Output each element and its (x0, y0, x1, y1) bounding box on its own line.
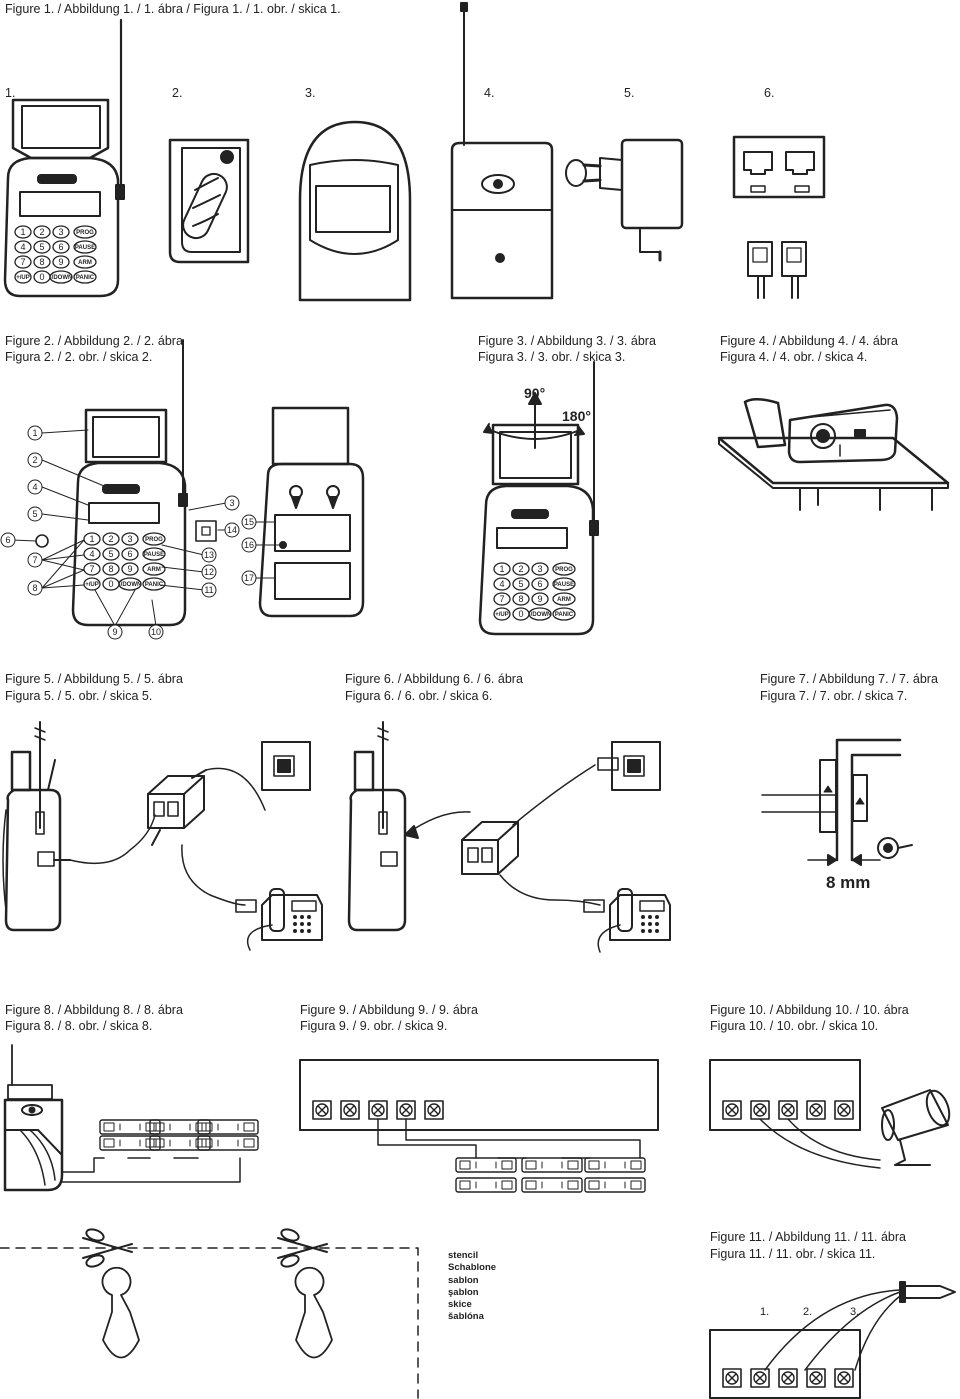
scissors-icon (82, 1228, 133, 1268)
fig3-caption-1: Figure 3. / Abbildung 3. / 3. ábra (478, 334, 656, 348)
fig5-caption-1: Figure 5. / Abbildung 5. / 5. ábra (5, 672, 183, 686)
callout-14: 14 (227, 525, 237, 535)
stencil-word: stencil (448, 1250, 479, 1261)
stencil-word: skice (448, 1299, 472, 1311)
fig11-caption-2: Figura 11. / 11. obr. / skica 11. (710, 1247, 876, 1261)
fig4-caption-2: Figura 4. / 4. obr. / skica 4. (720, 350, 868, 364)
fig11-label-1: 1. (760, 1306, 769, 1318)
fig11-label-3: 3. (850, 1306, 859, 1318)
fig11-caption-1: Figure 11. / Abbildung 11. / 11. ábra (710, 1230, 906, 1244)
stencil-word: šablóna (448, 1311, 484, 1323)
callout-1: 1 (32, 428, 37, 438)
fig2-back-view (255, 406, 365, 618)
callout-11: 11 (204, 585, 213, 595)
fig4-caption-1: Figure 4. / Abbildung 4. / 4. ábra (720, 334, 898, 348)
callout-13: 13 (204, 550, 214, 560)
fig1-remote-fob (168, 138, 250, 264)
callout-17: 17 (244, 573, 254, 583)
stencil-label: stencil Schablone sablon şablon skice ša… (448, 1250, 496, 1324)
callout-6: 6 (5, 535, 10, 545)
angle-90-label: 90° (524, 385, 545, 401)
fig1-caption: Figure 1. / Abbildung 1. / 1. ábra / Fig… (5, 2, 341, 16)
fig8-caption-1: Figure 8. / Abbildung 8. / 8. ábra (5, 1003, 183, 1017)
fig5-phone-line-connection (2, 721, 323, 951)
scissors-icon (277, 1228, 328, 1268)
fig11-label-2: 2. (803, 1306, 812, 1318)
fig2-caption-2: Figura 2. / 2. obr. / skica 2. (5, 350, 153, 364)
fig1-power-adapter (565, 138, 684, 262)
fig2-handheld-callouts: 1 2 4 5 6 7 8 9 10 11 12 13 3 14 15 16 1… (0, 339, 257, 640)
fig1-label-3: 3. (305, 86, 316, 100)
fig3-rotating-screen: 90° 180° (478, 361, 599, 636)
callout-4: 4 (32, 482, 37, 492)
fig9-caption-1: Figure 9. / Abbildung 9. / 9. ábra (300, 1003, 478, 1017)
fig10-siren-terminal (709, 1059, 951, 1169)
callout-12: 12 (204, 567, 214, 577)
callout-16: 16 (244, 540, 254, 550)
stencil-word: Schablone (448, 1262, 497, 1274)
fig1-label-4: 4. (484, 86, 495, 100)
fig9-terminal-block (299, 1059, 659, 1193)
stencil-word: şablon (448, 1286, 479, 1298)
callout-7: 7 (32, 555, 37, 565)
fig5-caption-2: Figura 5. / 5. obr. / skica 5. (5, 689, 153, 703)
fig7-magnet-gap: 8 mm (761, 738, 913, 892)
callout-9: 9 (112, 627, 117, 637)
callout-3: 3 (229, 498, 234, 508)
fig1-label-1: 1. (5, 86, 16, 100)
callout-5: 5 (32, 509, 37, 519)
fig1-door-sensor (450, 2, 554, 300)
stencil-word: sablon (448, 1274, 479, 1286)
fig11-audio-jack-wiring: 1. 2. 3. (709, 1281, 956, 1399)
fig6-caption-1: Figure 6. / Abbildung 6. / 6. ábra (345, 672, 523, 686)
stencil-template (0, 1228, 419, 1399)
fig7-caption-1: Figure 7. / Abbildung 7. / 7. ábra (760, 672, 938, 686)
fig1-handheld-unit (3, 18, 125, 298)
fig6-caption-2: Figura 6. / 6. obr. / skica 6. (345, 689, 493, 703)
fig1-label-5: 5. (624, 86, 635, 100)
fig1-label-6: 6. (764, 86, 775, 100)
callout-10: 10 (151, 627, 161, 637)
fig7-caption-2: Figura 7. / 7. obr. / skica 7. (760, 689, 908, 703)
fig8-caption-2: Figura 8. / 8. obr. / skica 8. (5, 1019, 153, 1033)
callout-2: 2 (32, 455, 37, 465)
fig4-shelf-sensor (717, 398, 950, 511)
fig3-caption-2: Figura 3. / 3. obr. / skica 3. (478, 350, 626, 364)
fig1-label-2: 2. (172, 86, 183, 100)
angle-180-label: 180° (562, 408, 591, 424)
callout-15: 15 (244, 517, 254, 527)
fig10-caption-1: Figure 10. / Abbildung 10. / 10. ábra (710, 1003, 909, 1017)
callout-8: 8 (32, 583, 37, 593)
fig1-pir-sensor (298, 120, 412, 302)
fig6-phone-line-connection (347, 721, 671, 953)
fig9-caption-2: Figura 9. / 9. obr. / skica 9. (300, 1019, 448, 1033)
gap-label: 8 mm (826, 873, 870, 892)
fig1-phone-splitter (732, 135, 826, 299)
fig2-caption-1: Figure 2. / Abbildung 2. / 2. ábra (5, 334, 183, 348)
fig10-caption-2: Figura 10. / 10. obr. / skica 10. (710, 1019, 879, 1033)
fig8-wired-sensors (3, 1044, 259, 1192)
